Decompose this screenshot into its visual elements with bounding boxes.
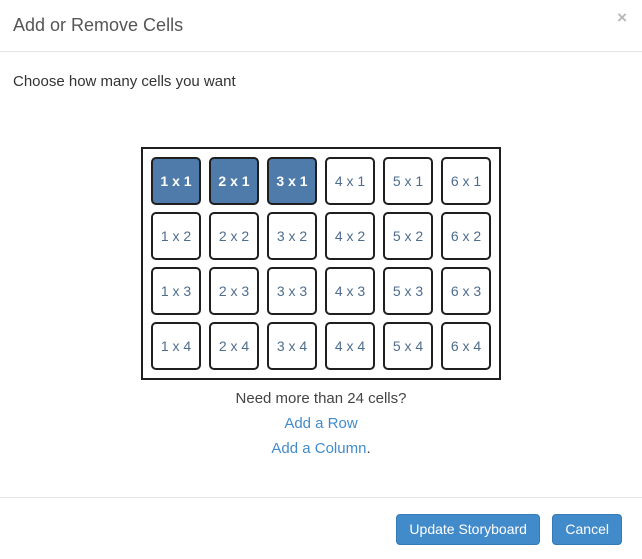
cell-option-5x3[interactable]: 5 x 3 (383, 267, 433, 315)
cell-option-6x3[interactable]: 6 x 3 (441, 267, 491, 315)
cell-option-6x1[interactable]: 6 x 1 (441, 157, 491, 205)
add-row-link[interactable]: Add a Row (284, 415, 358, 432)
cell-option-4x1[interactable]: 4 x 1 (325, 157, 375, 205)
close-icon[interactable]: × (617, 8, 627, 27)
cell-option-6x2[interactable]: 6 x 2 (441, 212, 491, 260)
help-section: Need more than 24 cells? Add a Row Add a… (0, 389, 642, 459)
dialog-body: Choose how many cells you want 1 x 1 2 x… (0, 73, 642, 459)
update-storyboard-button[interactable]: Update Storyboard (396, 514, 540, 545)
cell-option-1x4[interactable]: 1 x 4 (151, 322, 201, 370)
dialog-header: Add or Remove Cells × (0, 0, 642, 52)
prompt-text: Choose how many cells you want (13, 73, 236, 90)
grid-wrapper: 1 x 1 2 x 1 3 x 1 4 x 1 5 x 1 6 x 1 1 x … (0, 147, 642, 380)
cell-option-2x2[interactable]: 2 x 2 (209, 212, 259, 260)
period-text: . (366, 440, 371, 457)
cell-option-5x1[interactable]: 5 x 1 (383, 157, 433, 205)
cell-size-grid: 1 x 1 2 x 1 3 x 1 4 x 1 5 x 1 6 x 1 1 x … (141, 147, 501, 380)
cell-option-1x1[interactable]: 1 x 1 (151, 157, 201, 205)
dialog-footer: Update Storyboard Cancel (0, 497, 642, 559)
cell-option-3x4[interactable]: 3 x 4 (267, 322, 317, 370)
cell-option-4x4[interactable]: 4 x 4 (325, 322, 375, 370)
cell-option-4x2[interactable]: 4 x 2 (325, 212, 375, 260)
cell-option-3x2[interactable]: 3 x 2 (267, 212, 317, 260)
cell-option-2x1[interactable]: 2 x 1 (209, 157, 259, 205)
cell-option-1x3[interactable]: 1 x 3 (151, 267, 201, 315)
need-more-text: Need more than 24 cells? (235, 390, 407, 407)
cell-option-2x4[interactable]: 2 x 4 (209, 322, 259, 370)
cell-option-5x4[interactable]: 5 x 4 (383, 322, 433, 370)
dialog-title: Add or Remove Cells (13, 15, 184, 35)
cell-option-2x3[interactable]: 2 x 3 (209, 267, 259, 315)
add-column-link[interactable]: Add a Column (271, 440, 367, 457)
cell-option-3x1[interactable]: 3 x 1 (267, 157, 317, 205)
cell-option-5x2[interactable]: 5 x 2 (383, 212, 433, 260)
cell-option-4x3[interactable]: 4 x 3 (325, 267, 375, 315)
cell-option-3x3[interactable]: 3 x 3 (267, 267, 317, 315)
cancel-button[interactable]: Cancel (552, 514, 622, 545)
cell-option-1x2[interactable]: 1 x 2 (151, 212, 201, 260)
cell-option-6x4[interactable]: 6 x 4 (441, 322, 491, 370)
